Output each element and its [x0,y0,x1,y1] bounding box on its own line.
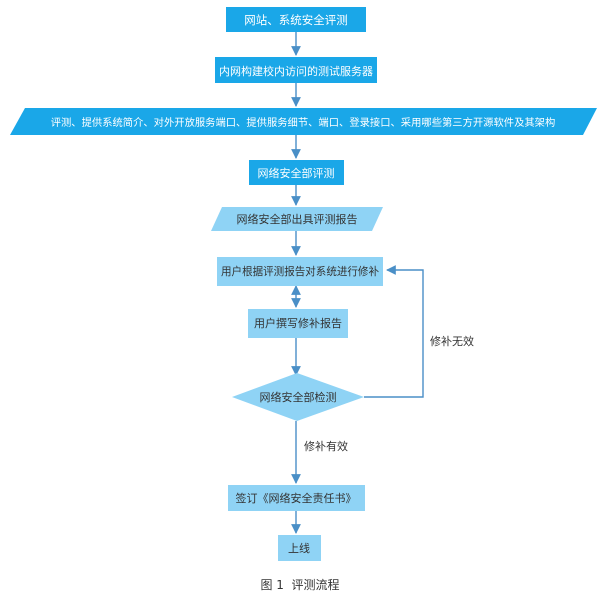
node-security-dept-evaluation: 网络安全部评测 [249,160,344,185]
node-repair-report: 用户撰写修补报告 [248,309,348,338]
connectors [291,32,424,534]
node-provide-info: 评测、提供系统简介、对外开放服务端口、提供服务细节、端口、登录接口、采用哪些第三… [10,108,597,135]
figure-caption: 图 1 评测流程 [260,577,339,592]
node-security-evaluation-label: 网站、系统安全评测 [244,13,348,27]
node-test-server: 内网构建校内访问的测试服务器 [215,57,377,83]
node-evaluation-report: 网络安全部出具评测报告 [211,207,383,231]
node-go-live: 上线 [278,535,321,561]
node-user-repair: 用户根据评测报告对系统进行修补 [217,257,383,286]
node-sign-agreement: 签订《网络安全责任书》 [228,485,365,511]
edge-label-repair-invalid: 修补无效 [430,334,474,348]
node-evaluation-report-label: 网络安全部出具评测报告 [237,212,358,226]
arrow-n8-loop-n6 [364,265,424,398]
node-security-check: 网络安全部检测 [232,373,364,421]
node-security-evaluation: 网站、系统安全评测 [226,7,366,32]
node-user-repair-label: 用户根据评测报告对系统进行修补 [221,264,379,278]
node-sign-agreement-label: 签订《网络安全责任书》 [236,491,357,505]
node-test-server-label: 内网构建校内访问的测试服务器 [219,64,373,78]
edge-label-repair-valid: 修补有效 [304,439,348,453]
node-repair-report-label: 用户撰写修补报告 [254,316,342,330]
node-provide-info-label: 评测、提供系统简介、对外开放服务端口、提供服务细节、端口、登录接口、采用哪些第三… [51,116,556,129]
node-go-live-label: 上线 [288,541,310,555]
node-security-dept-evaluation-label: 网络安全部评测 [258,166,335,180]
node-security-check-label: 网络安全部检测 [260,390,337,404]
